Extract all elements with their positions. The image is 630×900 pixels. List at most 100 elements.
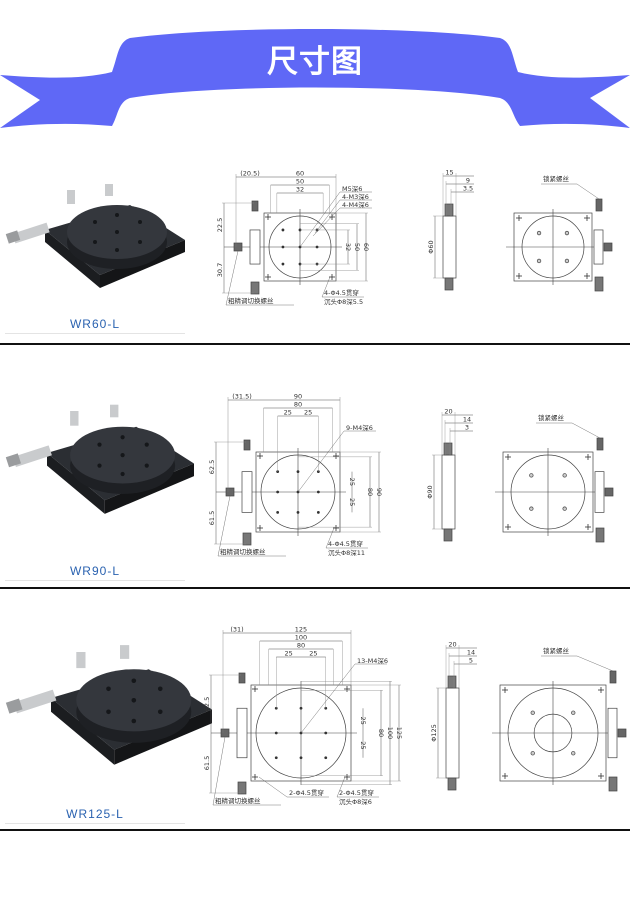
base-side	[47, 453, 105, 514]
hole-callout: 4-M4深6	[342, 200, 369, 209]
tapped-hole	[276, 490, 280, 494]
banner-title: 尺寸图	[267, 44, 363, 80]
leader-line	[300, 663, 356, 734]
mount-hole	[106, 709, 111, 715]
mount-hole	[120, 435, 125, 440]
leader-line	[314, 199, 341, 234]
mount-hole	[97, 463, 102, 468]
hole-callout: M5深6	[342, 184, 362, 193]
lock-screw-knob	[609, 670, 617, 684]
side-view-screw	[444, 203, 454, 217]
bottom-hole	[536, 258, 542, 264]
hole-note: 沉头Φ8深11	[328, 548, 365, 557]
bottom-micrometer-barrel	[595, 527, 605, 543]
bottom-micrometer-barrel	[594, 276, 604, 292]
dimension-label: 25	[284, 650, 292, 658]
bottom-hole	[530, 710, 535, 715]
tapped-hole	[315, 245, 319, 249]
bottom-hole	[564, 258, 570, 264]
leader-line	[299, 191, 341, 248]
bottom-hole	[571, 710, 576, 715]
dimension-label: 25	[284, 409, 292, 417]
bottom-side-knob	[617, 728, 627, 738]
bottom-hole	[564, 230, 570, 236]
micrometer	[12, 445, 52, 467]
dimension-label: 25	[348, 478, 356, 486]
diameter-label: Φ125	[430, 724, 438, 742]
dimension-label: 60	[296, 170, 304, 178]
lock-screw-knob	[596, 437, 604, 451]
banner-ribbon	[0, 29, 630, 128]
mount-hole	[93, 220, 97, 224]
mount-hole	[115, 248, 119, 252]
dimension-label: 90	[294, 393, 302, 401]
mount-hole	[115, 213, 119, 217]
lock-screw-knob	[595, 198, 603, 212]
micrometer-body	[236, 707, 248, 759]
dimension-label: 14	[467, 649, 475, 657]
bottom-hole	[562, 473, 567, 478]
bottom-side-knob	[603, 242, 613, 252]
tapped-hole	[316, 510, 320, 514]
dimension-label: 80	[294, 401, 302, 409]
bottom-side-knob	[604, 487, 614, 497]
dimension-label: 80	[297, 642, 305, 650]
divider	[5, 823, 185, 824]
tapped-hole	[281, 228, 285, 232]
micrometer-body	[241, 471, 253, 513]
model-label: WR60-L	[69, 317, 120, 331]
adjust-screw-knob	[238, 672, 246, 684]
bottom-hole	[529, 473, 534, 478]
bottom-hole	[536, 230, 542, 236]
adjust-screw-knob	[251, 200, 259, 212]
leader-line	[576, 183, 600, 200]
mount-hole	[144, 442, 149, 447]
diameter-label: Φ60	[427, 240, 435, 253]
model-label: WR90-L	[69, 564, 120, 578]
dimension-label: 62.5	[203, 697, 211, 711]
adjust-screw	[109, 404, 119, 418]
leader-line	[225, 250, 239, 306]
side-view-micrometer	[443, 528, 453, 542]
tapped-hole	[299, 706, 303, 710]
mount-hole	[131, 678, 137, 684]
dimension-label: 32	[296, 186, 304, 194]
tapped-hole	[324, 756, 328, 760]
adjust-screw-knob	[243, 439, 251, 451]
micrometer	[13, 689, 57, 714]
bottom-hole	[571, 751, 576, 756]
micrometer-barrel	[250, 281, 260, 295]
tapped-hole	[274, 756, 278, 760]
divider	[5, 580, 185, 581]
leader-line	[336, 776, 346, 798]
dimension-label: 61.5	[203, 756, 211, 770]
hole-callout: 4-M3深6	[342, 192, 369, 201]
mount-hole	[106, 686, 111, 692]
bottom-micrometer-body	[593, 229, 604, 265]
product-photo	[5, 404, 194, 514]
hole-note: 沉头Φ8深6	[339, 797, 372, 806]
tapped-hole	[316, 490, 320, 494]
tapped-hole	[296, 510, 300, 514]
micrometer-barrel	[237, 781, 247, 795]
dimension-label: 61.5	[208, 511, 216, 525]
leader-line	[297, 430, 345, 493]
bottom-micrometer-barrel	[608, 776, 618, 792]
tapped-hole	[324, 731, 328, 735]
dimension-label: 25	[309, 650, 317, 658]
lock-screw	[76, 652, 86, 669]
mount-hole	[131, 718, 137, 724]
lock-screw-label: 锁紧螺丝	[543, 174, 570, 183]
micrometer-knob	[5, 230, 21, 244]
dimension-label: 32	[344, 243, 352, 251]
micrometer-body	[249, 229, 261, 265]
dimension-label: 100	[386, 727, 394, 739]
mount-hole	[157, 709, 163, 715]
mount-hole	[93, 240, 97, 244]
side-view-screw	[443, 442, 453, 456]
